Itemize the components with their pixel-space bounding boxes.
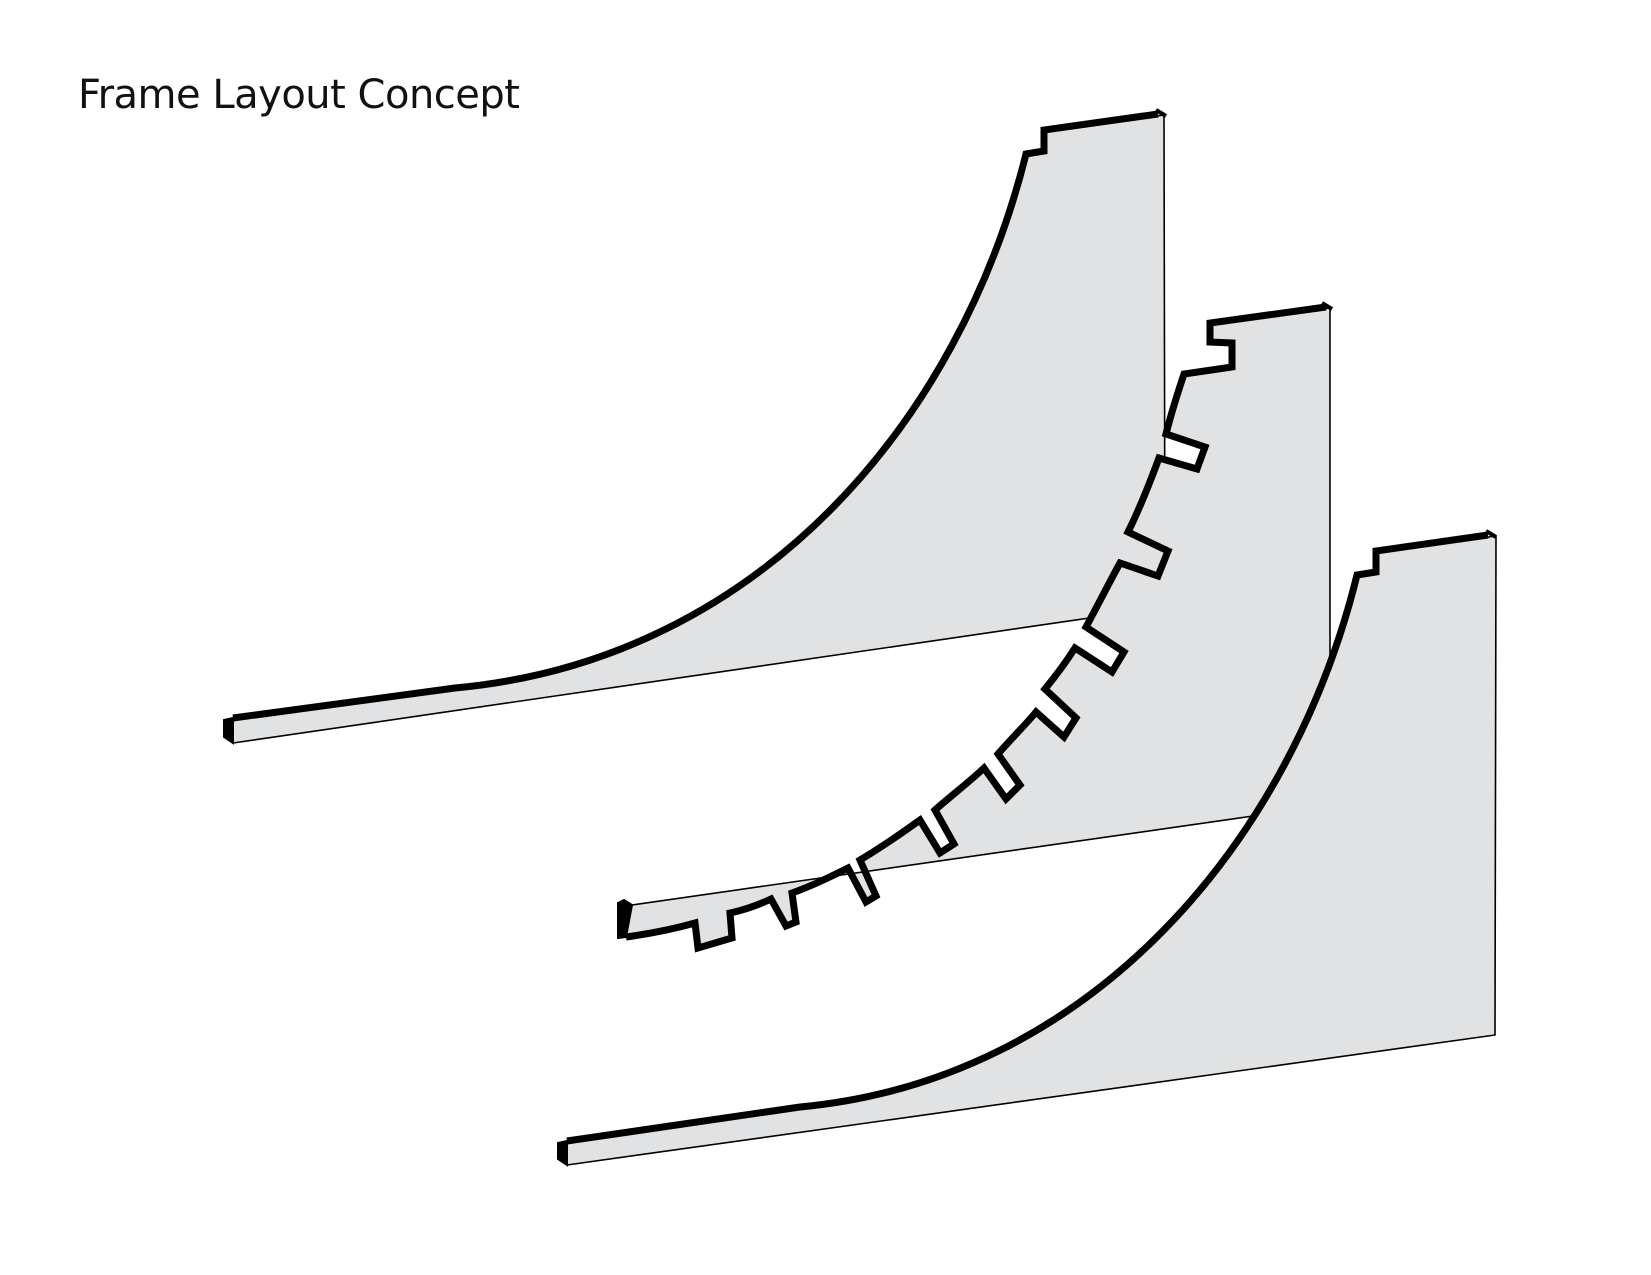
panel-edge xyxy=(625,303,1327,953)
frame-panel-back xyxy=(223,108,1168,745)
panel-top-corner xyxy=(1154,108,1168,118)
panel-edge xyxy=(566,531,1489,1145)
frame-panel-front xyxy=(557,529,1498,1167)
panel-edge xyxy=(232,110,1159,722)
panel-end-cap xyxy=(617,898,634,940)
panel-top-corner xyxy=(1484,529,1498,539)
panel-end-cap xyxy=(223,716,234,745)
panel-face xyxy=(232,114,1166,744)
panel-end-cap xyxy=(557,1139,568,1167)
panel-top-corner xyxy=(1320,301,1334,311)
frame-panel-middle xyxy=(617,301,1334,953)
diagram-title: Frame Layout Concept xyxy=(78,72,520,118)
